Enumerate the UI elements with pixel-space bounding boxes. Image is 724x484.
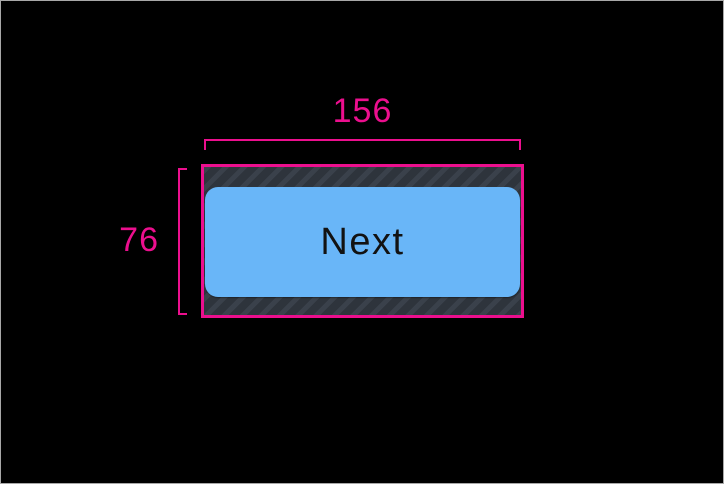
tap-target-bounds: Next bbox=[201, 164, 524, 318]
next-button[interactable]: Next bbox=[205, 187, 520, 297]
height-measure-bracket bbox=[178, 168, 187, 315]
width-measure-bracket bbox=[204, 139, 521, 150]
width-dimension-label: 156 bbox=[332, 92, 393, 130]
height-dimension-label: 76 bbox=[119, 221, 159, 259]
next-button-label: Next bbox=[320, 220, 405, 263]
